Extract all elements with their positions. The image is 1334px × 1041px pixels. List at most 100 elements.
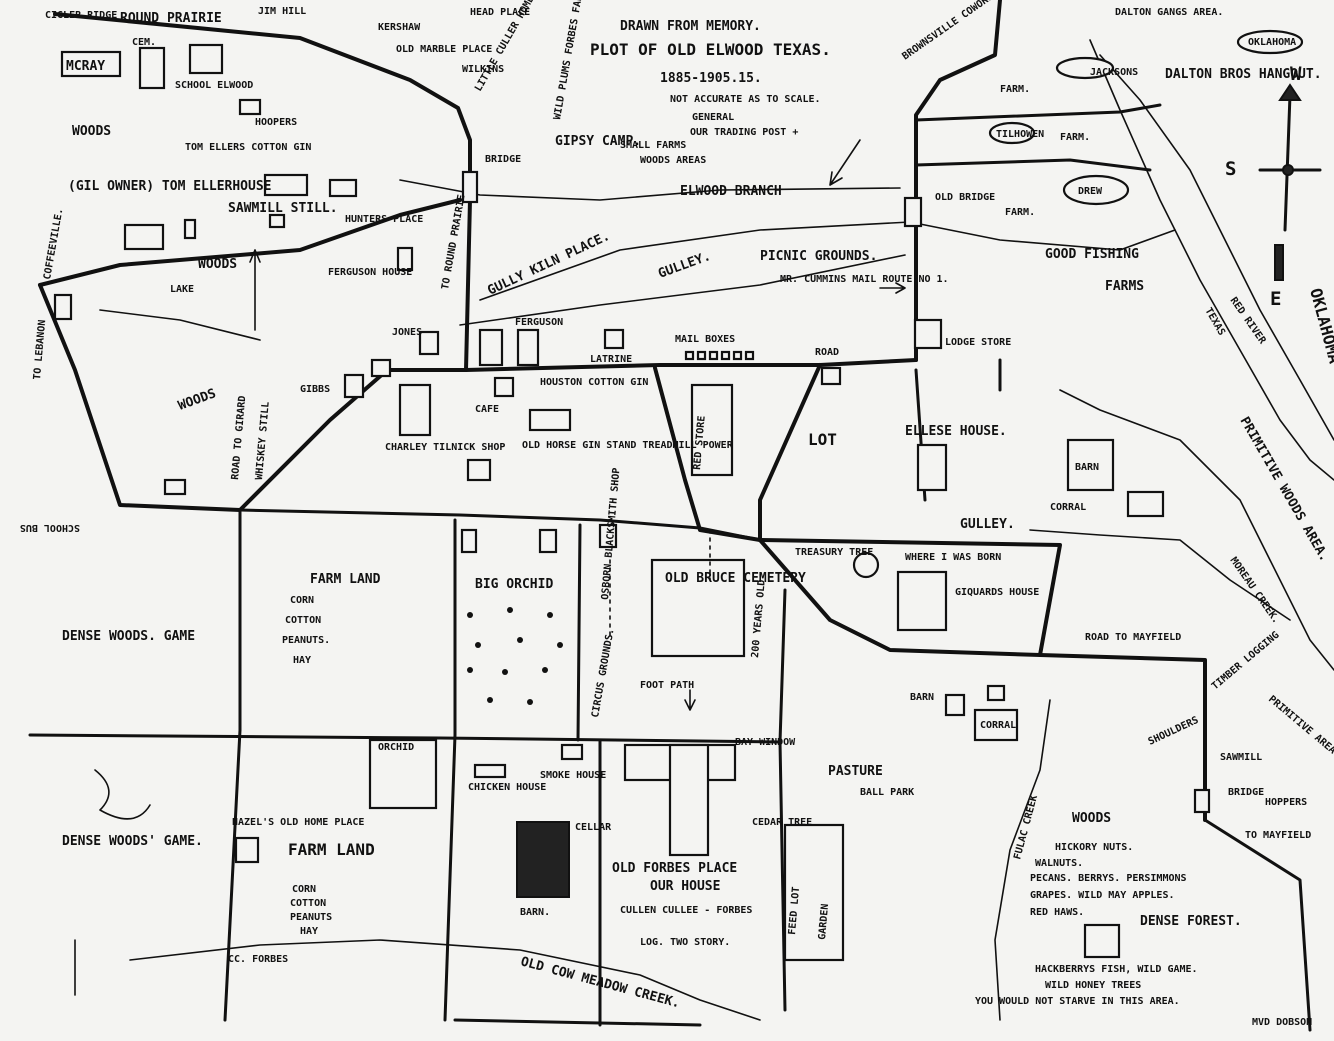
title-line4: NOT ACCURATE AS TO SCALE.: [670, 94, 821, 105]
label-school: SCHOOL ELWOOD: [175, 80, 253, 91]
drew-oval: [1062, 174, 1130, 206]
ellerhouse-building: [123, 223, 165, 251]
label-mail-route: MR. CUMMINS MAIL ROUTE NO 1.: [780, 274, 949, 285]
label-latrine: LATRINE: [590, 354, 632, 365]
label-road: ROAD: [815, 347, 839, 358]
compass-e: E: [1270, 288, 1281, 310]
label-primitive1: PRIMITIVE WOODS AREA.: [1237, 415, 1332, 565]
label-gibbs: GIBBS: [300, 384, 330, 395]
label-cafe: CAFE: [475, 404, 499, 415]
label-grapes: GRAPES. WILD MAY APPLES.: [1030, 890, 1175, 901]
label-treasury: TREASURY TREE: [795, 547, 873, 558]
cemetery-plot: [650, 558, 746, 658]
label-round-prairie: ROUND PRAIRIE: [120, 11, 222, 26]
label-dalton: DALTON BROS HANGOUT.: [1165, 67, 1322, 82]
title-line1: DRAWN FROM MEMORY.: [620, 19, 761, 34]
label-bridge2: BRIDGE: [1228, 787, 1264, 798]
label-circus: CIRCUS GROUNDS.: [590, 628, 617, 719]
label-hickory: HICKORY NUTS.: [1055, 842, 1133, 853]
label-wild-honey: WILD HONEY TREES: [1045, 980, 1141, 991]
label-red-haws: RED HAWS.: [1030, 907, 1084, 918]
bridge2-mark: [1193, 788, 1211, 814]
barn3-building: [516, 821, 570, 898]
label-dense-woods2: DENSE WOODS' GAME.: [62, 834, 203, 849]
label-old-forbes: OLD FORBES PLACE: [612, 861, 737, 876]
corral2-building: [973, 708, 1019, 742]
label-head-place: HEAD PLACE: [470, 7, 530, 18]
title-line2: PLOT OF OLD ELWOOD TEXAS.: [590, 40, 831, 59]
label-giquards: GIQUARDS HOUSE: [955, 587, 1039, 598]
label-ellese: ELLESE HOUSE.: [905, 424, 1007, 439]
label-cotton2: COTTON: [290, 898, 326, 909]
red-store: [690, 383, 734, 477]
label-woods1: WOODS: [72, 124, 111, 139]
giquard-house: [896, 570, 948, 632]
label-oklahoma-oval: OKLAHOMA: [1248, 37, 1296, 48]
compass-w: W: [1290, 63, 1302, 85]
mcray-building: [60, 50, 122, 78]
old-bridge: [903, 196, 923, 228]
label-barn2: BARN: [910, 692, 934, 703]
road-network: [38, 0, 1312, 1032]
label-chicken: CHICKEN HOUSE: [468, 782, 546, 793]
label-fulac-creek: FULAC CREEK: [1012, 794, 1040, 861]
compass: W S E: [1225, 63, 1322, 310]
oklahoma-oval: [1236, 29, 1304, 55]
label-timber: TIMBER LOGGING: [1210, 630, 1282, 693]
jones-house: [418, 330, 440, 356]
label-to-mayfield: TO MAYFIELD: [1245, 830, 1311, 841]
title-line3: 1885-1905.15.: [660, 71, 762, 86]
label-log: LOG. TWO STORY.: [640, 937, 730, 948]
label-garden: GARDEN: [817, 903, 831, 940]
label-dalton-gang: DALTON GANGS AREA.: [1115, 7, 1223, 18]
label-road-prairie2: TO ROUND PRAIRIE: [440, 194, 468, 291]
latrine-building: [603, 328, 625, 350]
buildings: [53, 29, 1304, 962]
label-houston-gin: HOUSTON COTTON GIN: [540, 377, 648, 388]
label-farm1: FARM.: [1000, 84, 1030, 95]
label-farm-land1: FARM LAND: [310, 572, 381, 587]
label-orchid2: ORCHID: [378, 742, 414, 753]
label-wild-plum: WILD PLUMS FORBES FARMS: [552, 0, 587, 121]
label-corral2: CORRAL: [980, 720, 1016, 731]
label-oklahoma: OKLAHOMA: [1306, 286, 1334, 366]
label-to-lebanon: TO LEBANON: [32, 319, 48, 380]
footpath-arrow: [684, 689, 696, 711]
label-charley: CHARLEY TILNICK SHOP: [385, 442, 505, 453]
tilhowen-oval: [988, 121, 1036, 145]
label-sawmill-still: SAWMILL STILL.: [228, 201, 338, 216]
label-peanuts1: PEANUTS.: [282, 635, 330, 646]
label-gulley1: GULLEY.: [656, 249, 713, 282]
school-building: [188, 43, 224, 75]
label-good-fishing: GOOD FISHING: [1045, 247, 1139, 262]
label-pecans: PECANS. BERRYS. PERSIMMONS: [1030, 873, 1187, 884]
label-hoppers: HOPPERS: [1265, 797, 1307, 808]
hazels-house: [234, 836, 260, 864]
label-farms: FARMS: [1105, 279, 1144, 294]
label-woods3: WOODS: [176, 386, 218, 414]
label-bridge: BRIDGE: [485, 154, 521, 165]
label-starve: YOU WOULD NOT STARVE IN THIS AREA.: [975, 996, 1180, 1007]
label-farm2: FARM.: [1060, 132, 1090, 143]
title-line6: OUR TRADING POST +: [690, 127, 798, 138]
label-kershaw: KERSHAW: [378, 22, 421, 33]
label-corral: CORRAL: [1050, 502, 1086, 513]
label-our-house: OUR HOUSE: [650, 879, 720, 894]
label-drew: DREW: [1078, 186, 1103, 197]
forbes-house-wing: [668, 743, 710, 857]
corral-building: [1126, 490, 1165, 518]
label-dense-forest: DENSE FOREST.: [1140, 914, 1242, 929]
label-whiskey: WHISKEY STILL: [254, 401, 272, 480]
label-hoopers: HOOPERS: [255, 117, 297, 128]
label-tilhowen: TILHOWEN: [996, 129, 1044, 140]
label-ferguson-house: FERGUSON HOUSE: [328, 267, 412, 278]
label-gully-kiln: GULLY KILN PLACE.: [485, 229, 612, 299]
label-old-marble: OLD MARBLE PLACE: [396, 44, 492, 55]
label-ellers-gin: TOM ELLERS COTTON GIN: [185, 142, 311, 153]
label-old-bridge: OLD BRIDGE: [935, 192, 995, 203]
label-sawmill2: SAWMILL: [1220, 752, 1262, 763]
label-primitive2: PRIMITIVE AREA: [1266, 694, 1334, 757]
ferguson-building: [396, 246, 414, 272]
